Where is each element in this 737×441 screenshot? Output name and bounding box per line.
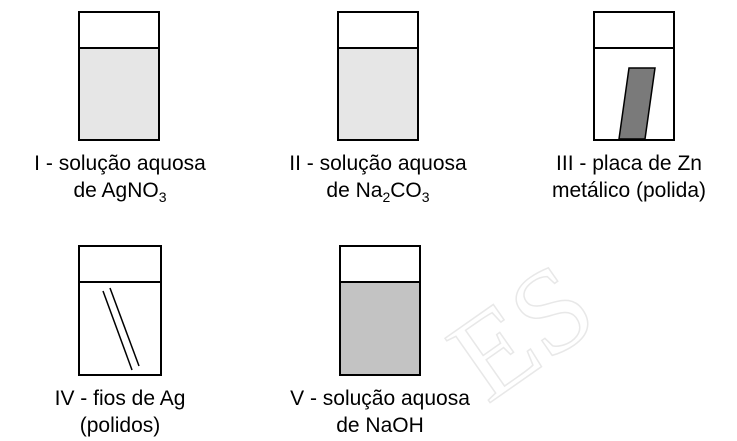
caption-3-line2: metálico (polida) <box>551 179 707 202</box>
caption-2-line2: de Na2CO3 <box>258 177 498 204</box>
caption-5-numeral: V <box>290 387 305 410</box>
beaker-3-outline <box>593 11 675 141</box>
caption-3-line1: III - placa de Zn <box>524 150 734 177</box>
caption-5-text: solução aquosa <box>322 387 470 410</box>
beaker-2-outline <box>337 11 419 141</box>
caption-4-numeral: IV <box>54 387 75 410</box>
caption-2-line1: II - solução aquosa <box>258 150 498 177</box>
caption-5-line2: de NaOH <box>336 414 424 437</box>
caption-1-numeral: I <box>34 152 41 175</box>
caption-1-text: solução aquosa <box>58 152 206 175</box>
zinc-plate <box>618 67 656 140</box>
caption-3: III - placa de Zn metálico (polida) <box>524 150 734 204</box>
beaker-4 <box>78 245 162 376</box>
caption-1-line1: I - solução aquosa <box>0 150 240 177</box>
beaker-1-liquid <box>79 48 159 140</box>
caption-4: IV - fios de Ag (polidos) <box>20 385 220 439</box>
separator: - <box>40 152 59 175</box>
beaker-3 <box>593 11 675 141</box>
caption-1-line2: de AgNO3 <box>0 177 240 204</box>
caption-4-line2: (polidos) <box>79 414 161 437</box>
beaker-5-liquid <box>340 282 420 375</box>
silver-wire-1 <box>102 290 133 371</box>
caption-2: II - solução aquosa de Na2CO3 <box>258 150 498 204</box>
caption-3-text: placa de Zn <box>592 152 702 175</box>
formula-agno3-main: de AgNO <box>73 179 159 202</box>
beaker-4-outline <box>78 245 162 376</box>
beaker-5 <box>339 245 421 376</box>
caption-2-numeral: II <box>289 152 301 175</box>
caption-2-text: solução aquosa <box>319 152 467 175</box>
formula-na2co3-main: de Na <box>326 179 383 202</box>
separator: - <box>300 152 320 175</box>
beaker-2-liquid <box>338 48 418 140</box>
beaker-1-outline <box>78 11 160 141</box>
separator: - <box>304 387 323 410</box>
caption-5-line1: V - solução aquosa <box>265 385 495 412</box>
separator: - <box>573 152 593 175</box>
formula-na2co3-tail: CO <box>390 179 422 202</box>
beaker-2 <box>337 11 419 141</box>
formula-agno3-subscript: 3 <box>158 189 167 205</box>
separator: - <box>74 387 94 410</box>
caption-5: V - solução aquosa de NaOH <box>265 385 495 439</box>
caption-4-line1: IV - fios de Ag <box>20 385 220 412</box>
beaker-5-outline <box>339 245 421 376</box>
formula-na2co3-subscript-2: 3 <box>421 189 430 205</box>
silver-wire-2 <box>109 287 140 367</box>
formula-na2co3-subscript-1: 2 <box>382 189 391 205</box>
beaker-1 <box>78 11 160 141</box>
caption-1: I - solução aquosa de AgNO3 <box>0 150 240 204</box>
caption-4-text: fios de Ag <box>93 387 186 410</box>
caption-3-numeral: III <box>556 152 574 175</box>
